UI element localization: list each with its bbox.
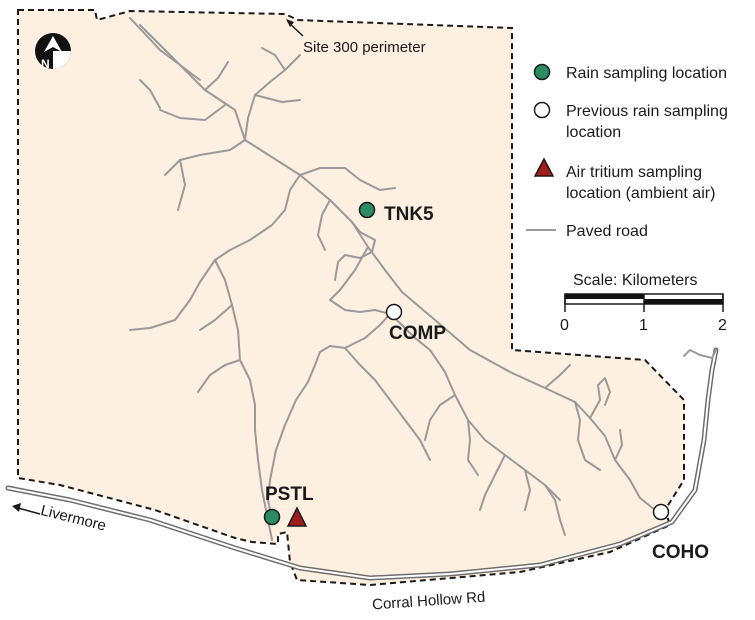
legend-air-icon: [533, 157, 555, 177]
corral-hollow-label: Corral Hollow Rd: [372, 589, 486, 614]
site-label-coho: COHO: [652, 542, 709, 563]
site-tnk5: TNK5: [358, 201, 434, 225]
paved-roads: [129, 17, 656, 541]
legend-previous-label-2: location: [566, 124, 621, 141]
site-label-pstl: PSTL: [265, 484, 314, 505]
scale-tick-1: 1: [639, 317, 648, 334]
scale-title: Scale: Kilometers: [573, 272, 698, 289]
legend-road-label: Paved road: [566, 223, 648, 240]
previous-rain-sampling-marker: [385, 303, 403, 321]
site-comp: COMP: [385, 303, 446, 344]
scale-tick-2: 2: [718, 317, 727, 334]
perimeter-label: Site 300 perimeter: [303, 39, 426, 56]
north-label: N: [41, 57, 50, 71]
north-arrow-icon: N: [35, 33, 71, 71]
legend-rain-label: Rain sampling location: [566, 65, 727, 82]
legend-air-label-2: location (ambient air): [566, 185, 715, 202]
site-pstl: PSTL: [263, 484, 314, 527]
legend-air-label-1: Air tritium sampling: [566, 164, 702, 181]
legend: Rain sampling location Previous rain sam…: [526, 63, 728, 240]
site-perimeter: [17, 9, 685, 587]
legend-rain-icon: [533, 63, 551, 81]
rain-sampling-marker: [358, 201, 376, 219]
corral-hollow-road: [5, 347, 719, 581]
perimeter-annotation: Site 300 perimeter: [286, 19, 426, 56]
legend-previous-label-1: Previous rain sampling: [566, 103, 728, 120]
previous-rain-sampling-marker: [652, 503, 670, 521]
site-coho: COHO: [652, 503, 709, 563]
site-label-comp: COMP: [389, 323, 446, 344]
site-label-tnk5: TNK5: [384, 204, 434, 225]
scale-tick-0: 0: [560, 317, 569, 334]
legend-previous-icon: [533, 101, 551, 119]
air-tritium-marker: [286, 506, 308, 527]
scale-bar: Scale: Kilometers 0 1 2: [560, 272, 727, 334]
rain-sampling-marker: [263, 508, 281, 526]
